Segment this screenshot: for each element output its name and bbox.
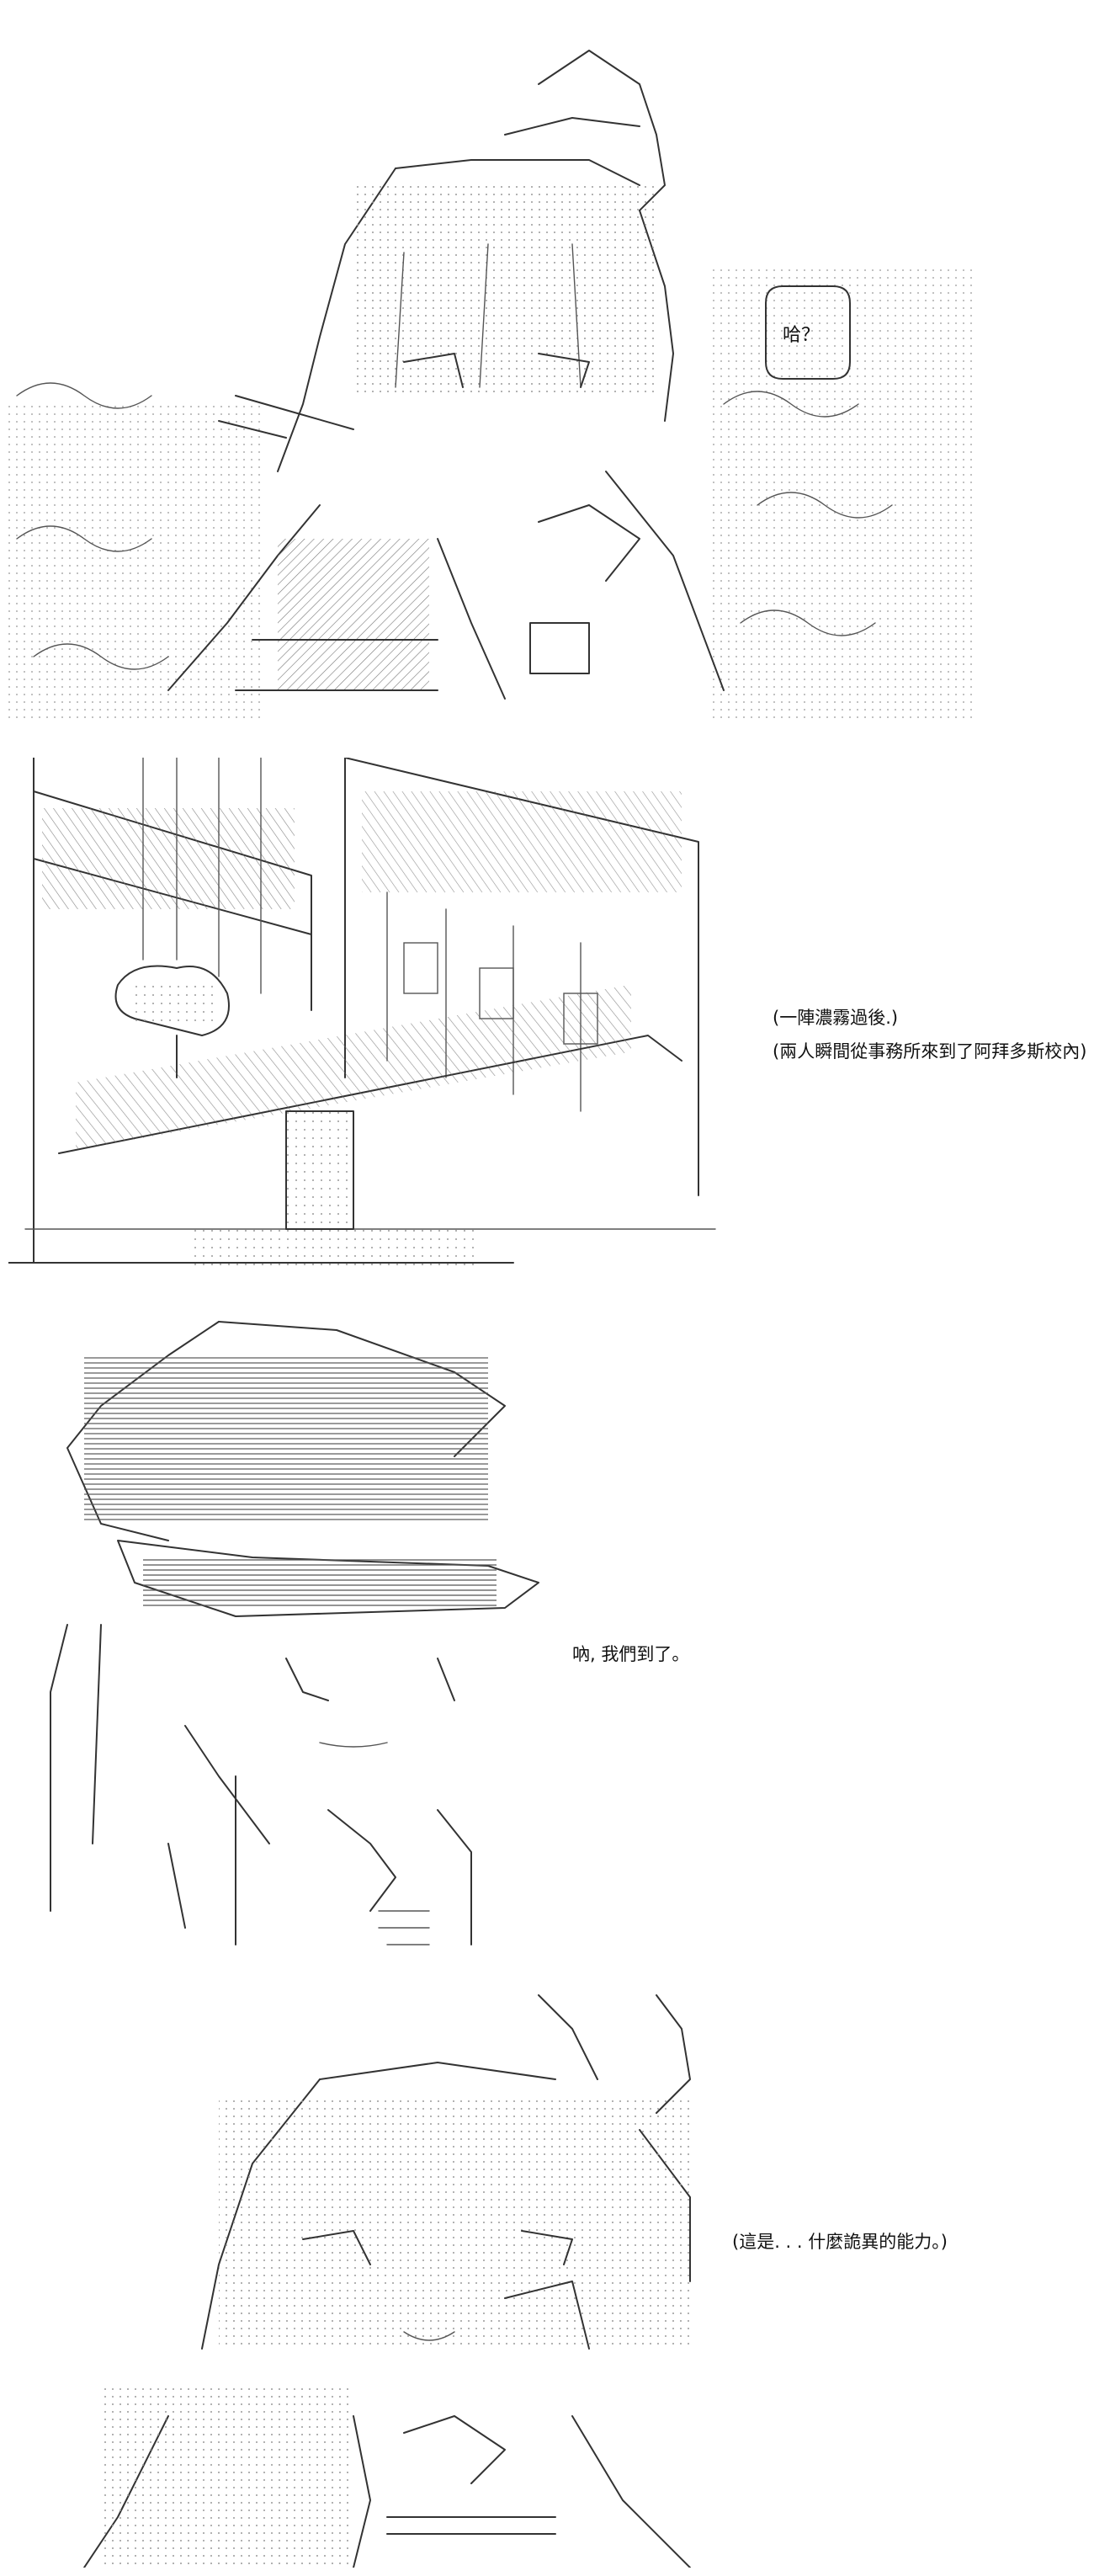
panel-1: 哈？: [0, 0, 1094, 724]
panel-3-illustration: [50, 1321, 539, 1945]
panel-1-art: 哈？: [0, 34, 993, 724]
panel-2-caption-2: (兩人瞬間從事務所來到了阿拜多斯校內): [773, 1041, 1087, 1062]
panel-3-caption: 吶, 我們到了。: [572, 1644, 690, 1664]
panel-3-art: [34, 1305, 555, 1961]
panel-3: 吶, 我們到了。: [0, 1305, 1094, 1961]
panel-4-illustration: [83, 1994, 691, 2568]
panel-2-caption-1: (一陣濃霧過後.): [773, 1008, 899, 1028]
panel-4-caption: (這是. . . 什麼詭異的能力。): [732, 2232, 948, 2252]
panel-1-bubble-text: 哈？: [783, 325, 820, 346]
panel-2-art: [8, 758, 732, 1280]
panel-2-illustration: [8, 758, 716, 1271]
panel-1-illustration: 哈？: [8, 50, 976, 724]
panel-4: (這是. . . 什麼詭異的能力。): [0, 1978, 1094, 2576]
panel-4-art: [50, 1978, 724, 2568]
panel-2: (一陣濃霧過後.) (兩人瞬間從事務所來到了阿拜多斯校內): [0, 749, 1094, 1288]
